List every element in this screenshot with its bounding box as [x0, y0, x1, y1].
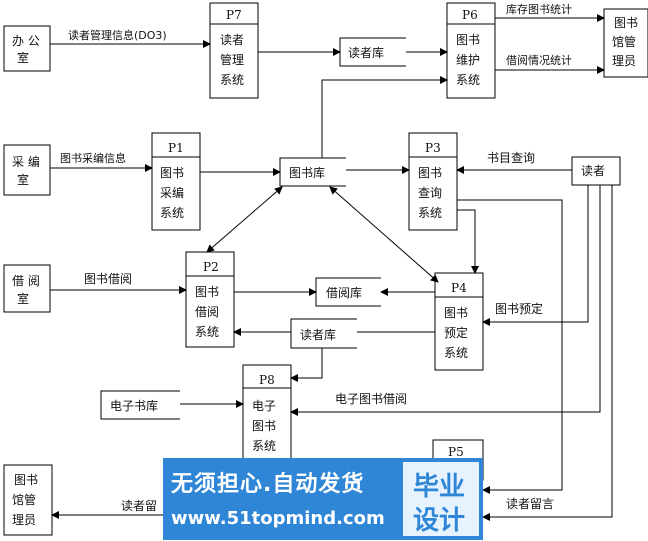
flow-office-to-p7: 读者管理信息(DO3)	[50, 28, 211, 48]
process-p3: P3 图书 查询 系统	[408, 132, 458, 231]
flow-label-reader-msg-right: 读者留言	[506, 497, 554, 511]
external-office-label-1: 办 公	[12, 33, 40, 48]
process-p8-id: P8	[259, 373, 275, 387]
process-p7-name-3: 系统	[220, 73, 244, 87]
external-loan-room: 借 阅 室	[3, 264, 51, 313]
external-office: 办 公 室	[3, 25, 51, 72]
external-reader: 读者	[571, 156, 621, 186]
reader-label: 读者	[581, 164, 605, 178]
store-reader-db-mid-label: 读者库	[300, 327, 336, 342]
flow-reader-to-p8: 电子图书借阅	[290, 185, 601, 416]
store-ebook-db: 电子书库	[100, 390, 180, 420]
external-librarian-bottom: 图书 馆管 理员	[3, 464, 53, 536]
flow-p3-to-p5	[457, 199, 563, 494]
store-book-db: 图书库	[279, 157, 346, 187]
flow-p6-inventory-stats: 库存图书统计	[495, 2, 605, 22]
watermark-badge: 毕业 设计	[403, 462, 479, 536]
flow-loan-room-to-p2: 图书借阅	[50, 272, 187, 294]
process-p3-name-1: 图书	[418, 166, 442, 180]
process-p4-name-1: 图书	[444, 306, 468, 320]
process-p6: P6 图书 维护 系统	[446, 2, 496, 99]
librarian-top-label-3: 理员	[612, 54, 636, 68]
process-p4-id: P4	[451, 281, 467, 295]
external-loan-label-2: 室	[17, 291, 29, 306]
process-p4-name-2: 预定	[444, 325, 468, 340]
process-p4-name-3: 系统	[444, 346, 468, 360]
store-reader-db-top: 读者库	[339, 37, 406, 67]
process-p1-name-2: 采编	[160, 185, 184, 200]
librarian-bottom-label-1: 图书	[14, 473, 38, 487]
process-p1-id: P1	[168, 141, 184, 155]
watermark-badge-line1: 毕业	[413, 472, 466, 502]
process-p3-id: P3	[425, 141, 441, 155]
process-p2-id: P2	[203, 260, 219, 274]
process-p1-name-1: 图书	[160, 166, 184, 180]
flow-book-db-p2-bidirectional	[206, 186, 283, 253]
process-p8-name-3: 系统	[252, 439, 276, 453]
watermark-badge-line2: 设计	[413, 506, 466, 536]
flow-p6-loan-stats: 借阅情况统计	[495, 54, 605, 74]
watermark-banner: 无须担心.自动发货 www.51topmind.com 毕业 设计	[163, 458, 483, 540]
process-p8: P8 电子 图书 系统	[242, 364, 292, 463]
process-p2-name-2: 借阅	[195, 305, 219, 319]
process-p2: P2 图书 借阅 系统	[185, 251, 235, 348]
flow-to-librarian-bottom: 读者留	[51, 499, 170, 519]
flow-book-db-p4-bidirectional	[329, 186, 439, 283]
flow-reader-to-p3: 书目查询	[456, 151, 572, 174]
process-p7-name-2: 管理	[220, 52, 244, 67]
process-p2-name-3: 系统	[195, 325, 219, 339]
external-loan-label-1: 借 阅	[12, 274, 40, 288]
external-acquisition-room: 采 编 室	[3, 144, 51, 196]
process-p7-name-1: 读者	[220, 33, 244, 47]
flow-label-catalog-query: 书目查询	[487, 151, 535, 165]
external-office-label-2: 室	[17, 50, 29, 65]
external-acq-label-2: 室	[17, 172, 29, 187]
store-reader-db-mid: 读者库	[290, 318, 357, 349]
flow-label-reader-mgmt-info: 读者管理信息(DO3)	[68, 28, 167, 42]
process-p8-name-1: 电子	[252, 399, 276, 413]
flow-label-book-loan: 图书借阅	[84, 272, 132, 286]
flow-label-book-reservation: 图书预定	[495, 301, 543, 316]
process-p6-name-2: 维护	[456, 53, 480, 67]
process-p3-name-2: 查询	[418, 186, 442, 200]
librarian-bottom-label-2: 馆管	[12, 492, 36, 507]
external-librarian-top: 图书 馆管 理员	[603, 8, 648, 78]
flow-label-inventory-stats: 库存图书统计	[506, 2, 572, 16]
store-loan-db: 借阅库	[315, 277, 381, 307]
flow-label-loan-stats: 借阅情况统计	[506, 54, 572, 67]
flow-reader-to-p5: 读者留言	[482, 185, 613, 521]
process-p5-id: P5	[448, 445, 464, 459]
librarian-top-label-2: 馆管	[612, 34, 636, 49]
flow-acq-to-p1: 图书采编信息	[50, 151, 153, 172]
librarian-top-label-1: 图书	[614, 16, 638, 30]
process-p7: P7 读者 管理 系统	[209, 2, 259, 99]
watermark-slogan: 无须担心.自动发货	[171, 472, 365, 497]
watermark-left: 无须担心.自动发货 www.51topmind.com	[163, 458, 401, 540]
flow-label-book-acq-info: 图书采编信息	[60, 151, 126, 165]
process-p8-name-2: 图书	[252, 419, 276, 433]
librarian-bottom-label-3: 理员	[12, 513, 36, 527]
store-loan-db-label: 借阅库	[326, 285, 362, 300]
process-p1: P1 图书 采编 系统	[151, 132, 201, 231]
external-acq-label-1: 采 编	[12, 154, 40, 169]
process-p4: P4 图书 预定 系统	[434, 272, 484, 371]
flow-label-ebook-loan: 电子图书借阅	[335, 392, 407, 406]
process-p1-name-3: 系统	[160, 206, 184, 220]
flow-reader-to-p4: 图书预定	[482, 185, 589, 326]
flow-reader-db-to-p8	[290, 348, 323, 382]
flow-book-db-to-p6	[321, 76, 448, 158]
flow-p3-to-p4	[457, 209, 479, 274]
process-p2-name-1: 图书	[195, 285, 219, 299]
flow-label-reader-msg-left: 读者留	[121, 499, 157, 513]
process-p7-id: P7	[226, 8, 242, 22]
store-book-db-label: 图书库	[289, 165, 325, 180]
process-p6-id: P6	[462, 8, 478, 22]
process-p6-name-1: 图书	[456, 33, 480, 47]
store-reader-db-top-label: 读者库	[348, 45, 384, 60]
store-ebook-db-label: 电子书库	[110, 398, 158, 413]
watermark-url: www.51topmind.com	[171, 508, 385, 529]
process-p6-name-3: 系统	[456, 73, 480, 87]
process-p3-name-3: 系统	[418, 206, 442, 220]
